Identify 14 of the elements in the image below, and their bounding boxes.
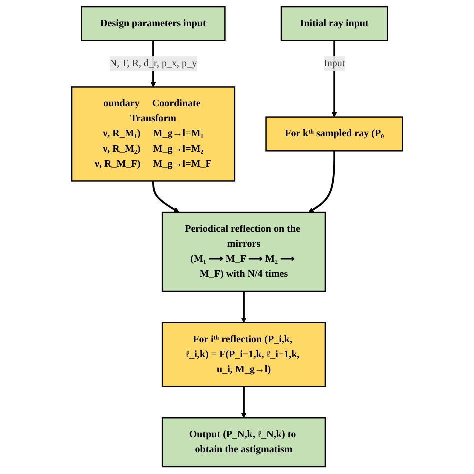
node-box: oundary Coordinate Transform ν, R_M₁) M_g→l=M₁ ν, R_M₂) M_g→l=M₂ ν, R_M_F) M_g→l=M_F xyxy=(70,86,236,182)
node-box: Initial ray input xyxy=(280,6,388,42)
node-box: Output (P_N,k, ℓ_N,k) to obtain the astigmatism xyxy=(161,417,326,468)
edge-label: Input xyxy=(324,58,345,70)
arrow xyxy=(240,386,246,418)
edge-label: N, T, R, d_r, p_x, p_y xyxy=(109,58,197,70)
arrow xyxy=(240,292,246,324)
arrow xyxy=(152,181,179,213)
node-box: Design parameters input xyxy=(80,6,226,42)
node-box: For kᵗʰ sampled ray (P₀ xyxy=(265,116,404,152)
node-box: For iᵗʰ reflection (P_i,k, ℓ_i,k) = F(P_i−1,k, ℓ_i−1,k, u_i, M_g→l) xyxy=(161,322,326,388)
node-box: Periodical reflection on the mirrors (M₁ ⟶ M_F ⟶ M₂ ⟶ M_F) with N/4 times xyxy=(161,212,326,292)
arrow xyxy=(308,151,336,213)
arrow xyxy=(331,40,337,118)
